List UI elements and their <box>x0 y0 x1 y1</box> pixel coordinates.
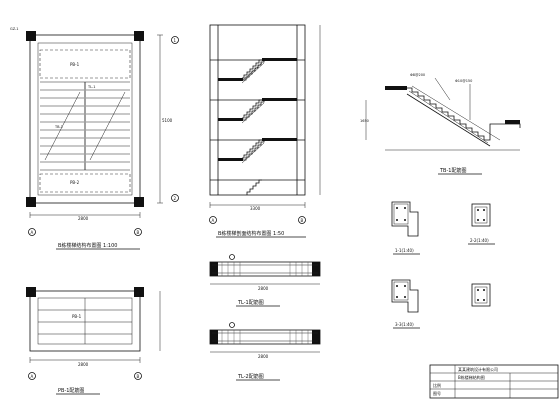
plan-label-gz1: GZ-1 <box>10 27 19 31</box>
tl1-detail: 2800 TL-1配筋图 <box>209 254 321 307</box>
pb1-dim-width: 2800 <box>78 362 89 367</box>
plan-dim-width: 2800 <box>78 216 89 221</box>
column-bl <box>26 197 36 207</box>
pb1-title: PB-1配筋图 <box>58 387 84 394</box>
title-block-drawing-name: B栋楼梯结构图 <box>458 374 485 380</box>
section-axis-b: B <box>301 218 304 223</box>
svg-text:Φ8@200: Φ8@200 <box>410 73 425 77</box>
pb1-axis-a: A <box>31 374 34 379</box>
plan-axis-one: 1 <box>174 38 177 43</box>
section-axis-a: A <box>212 218 215 223</box>
stair-section-view: 3300 A B B栋楼梯剖面结构布置图 1:50 <box>209 24 321 238</box>
title-block-number: 图号 <box>433 390 441 396</box>
tl1-title: TL-1配筋图 <box>237 299 264 306</box>
plan-axis-a: A <box>31 230 34 235</box>
svg-text:Φ10@150: Φ10@150 <box>455 79 472 83</box>
tl2-detail: 2800 TL-2配筋图 <box>209 322 321 381</box>
plan-axis-b: B <box>137 230 140 235</box>
section-details: 1-1(1:40) 2-2(1:40) 3-3(1:40) <box>391 201 495 329</box>
column-tr <box>134 31 144 41</box>
plan-dim-height: 5100 <box>162 118 173 123</box>
tl2-dim-length: 2800 <box>258 354 269 359</box>
section-view-title: B栋楼梯剖面结构布置图 1:50 <box>218 230 284 237</box>
svg-text:1650: 1650 <box>360 119 369 123</box>
plan-label-pb2: PB-2 <box>70 180 80 185</box>
plan-axis-two: 2 <box>174 196 177 201</box>
title-block-scale: 比例 <box>433 382 441 388</box>
tl2-title: TL-2配筋图 <box>237 373 264 380</box>
plan-view-title: B栋楼梯结构布置图 1:100 <box>58 242 117 249</box>
pb1-axis-b: B <box>137 374 140 379</box>
tb1-detail: Φ8@200 Φ10@150 1650 TB-1配筋图 <box>360 73 521 175</box>
title-block: 某某建筑设计有限公司 B栋楼梯结构图 比例 图号 <box>429 364 559 399</box>
plan-label-tb1: TB-1 <box>54 125 63 129</box>
sec33-title: 3-3(1:40) <box>395 322 414 327</box>
sec22-title: 2-2(1:40) <box>470 238 489 243</box>
title-block-company: 某某建筑设计有限公司 <box>458 366 498 372</box>
stair-plan-view: PB-1 TL-1 TB-1 PB-2 GZ-1 2800 5100 A B 1… <box>10 27 179 250</box>
column-br <box>134 197 144 207</box>
tb1-title: TB-1配筋图 <box>439 167 466 174</box>
pb1-detail: PB-1 2800 A B PB-1配筋图 <box>26 287 161 395</box>
column-tl <box>26 31 36 41</box>
section-dim-width: 3300 <box>250 206 261 211</box>
pb1-plan-label: PB-1 <box>72 314 82 319</box>
plan-label-tl1: TL-1 <box>87 85 96 89</box>
tl1-dim-length: 2800 <box>258 286 269 291</box>
sec11-title: 1-1(1:40) <box>395 248 414 253</box>
plan-label-pb1: PB-1 <box>70 62 80 67</box>
